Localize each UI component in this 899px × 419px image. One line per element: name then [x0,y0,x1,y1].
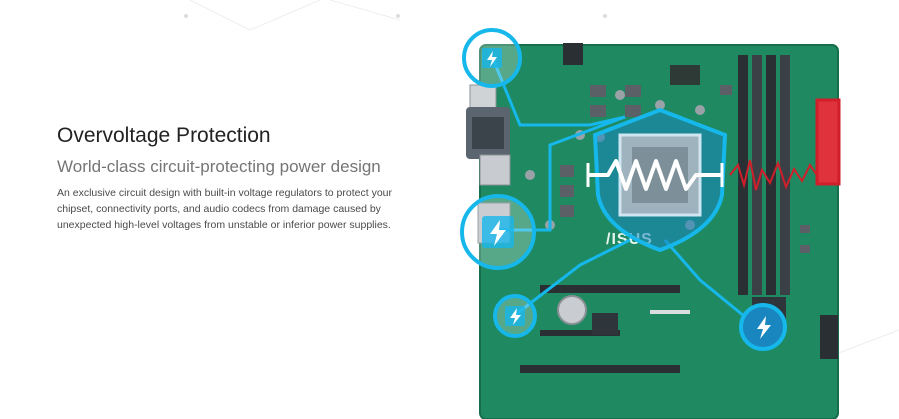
chipset [592,313,618,335]
memory-slots [738,55,790,295]
motherboard-illustration: /ISUS [460,28,841,419]
lightning-icon [510,308,521,325]
cpu-shield [586,107,728,253]
protection-circuit-lines [491,58,756,327]
protection-badge-bottom-left [493,294,537,338]
feature-description: An exclusive circuit design with built-i… [57,187,392,231]
cmos-battery [557,295,587,325]
lightning-icon [487,51,497,67]
voltage-wave [588,159,722,191]
feature-title: Overvoltage Protection [57,124,271,147]
atx-power-highlight [815,98,841,186]
sata-ports [820,315,838,359]
lightning-icon [757,316,771,339]
lightning-icon [490,220,506,246]
protection-badge-top [462,28,522,88]
pcie-slots [520,285,690,373]
power-connector [563,43,583,65]
protection-badge-left [460,194,536,270]
feature-subtitle: World-class circuit-protecting power des… [57,157,381,176]
feature-text: Overvoltage Protection World-class circu… [57,122,412,233]
voltage-spike [729,159,819,191]
protection-badge-bottom-right [739,303,787,351]
